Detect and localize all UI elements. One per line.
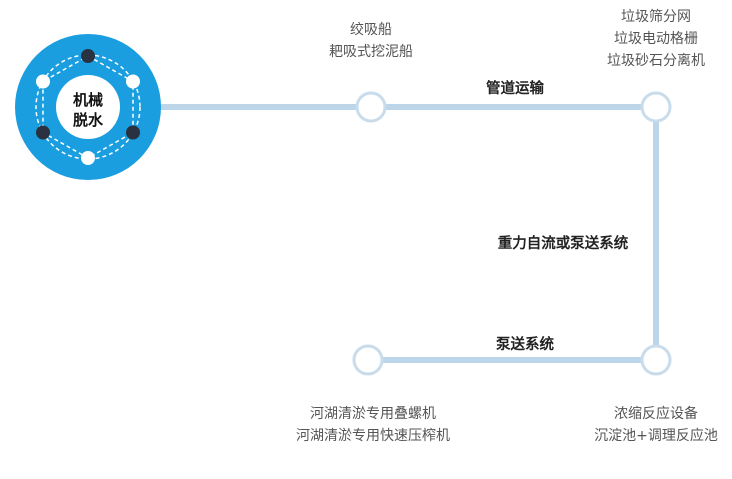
- edge-label-pump: 泵送系统: [496, 337, 554, 353]
- node-press-label-line: 河湖清淤专用快速压榨机: [296, 428, 450, 444]
- node-press-label: 河湖清淤专用叠螺机 河湖清淤专用快速压榨机: [278, 403, 468, 447]
- hub-dot-upper-right: [126, 74, 140, 89]
- hub-inner-circle: [56, 75, 120, 139]
- node-press-label-line: 河湖清淤专用叠螺机: [310, 406, 436, 422]
- node-dredge: [355, 91, 387, 123]
- node-thicken-label-line: 浓缩反应设备: [614, 406, 698, 422]
- node-screen-label-line: 垃圾砂石分离机: [607, 53, 705, 69]
- node-thicken: [640, 344, 672, 376]
- node-thicken-label-line: 沉淀池+调理反应池: [594, 428, 718, 444]
- node-screen: [640, 91, 672, 123]
- hub-dot-lower-left: [36, 125, 50, 140]
- node-screen-label: 垃圾筛分网 垃圾电动格栅 垃圾砂石分离机: [571, 6, 732, 72]
- hub-dot-top: [81, 49, 95, 63]
- node-dredge-label-line: 绞吸船: [350, 22, 392, 38]
- node-dredge-label: 绞吸船 耙吸式挖泥船: [296, 19, 446, 63]
- hub-dashed-ring: [35, 54, 141, 160]
- hub-dot-lower-right: [126, 125, 140, 140]
- hub-node: [15, 34, 161, 180]
- node-screen-label-line: 垃圾筛分网: [621, 9, 691, 25]
- edge-label-gravity: 重力自流或泵送系统: [497, 236, 629, 252]
- edge-label-pipeline: 管道运输: [486, 81, 544, 97]
- node-press: [352, 344, 384, 376]
- node-screen-label-line: 垃圾电动格栅: [614, 31, 698, 47]
- node-thicken-label: 浓缩反应设备 沉淀池+调理反应池: [581, 403, 731, 447]
- hub-dot-bottom: [81, 151, 95, 165]
- hub-dot-upper-left: [36, 74, 50, 89]
- node-dredge-label-line: 耙吸式挖泥船: [329, 44, 413, 60]
